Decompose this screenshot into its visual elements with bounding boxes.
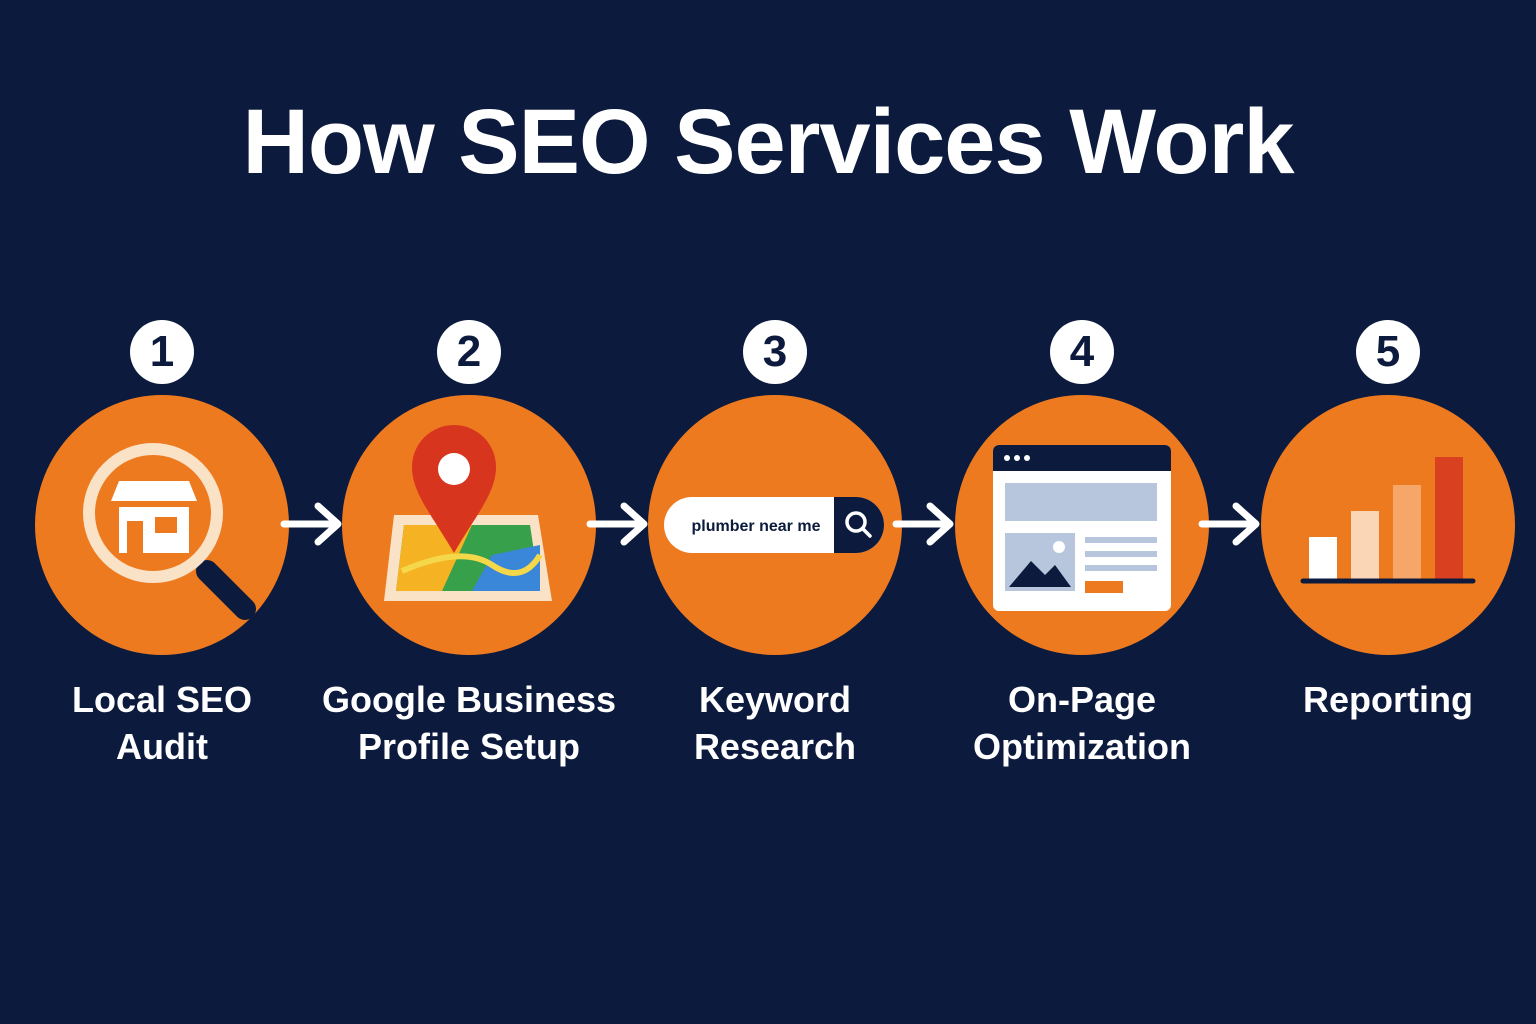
step-circle [1261,395,1515,655]
step-circle [955,395,1209,655]
arrow-right-icon [586,502,648,546]
step-circle [342,395,596,655]
bar-chart-icon [1300,457,1476,584]
step-number: 2 [437,320,501,384]
search-query-text: plumber near me [691,518,821,535]
step-label: Keyword Research [693,679,857,767]
step-circle [35,395,289,655]
step-number: 5 [1356,320,1420,384]
step-label: Local SEO Audit [71,679,253,767]
map-pin-icon [384,425,552,601]
arrow-right-icon [280,502,342,546]
step-label: Reporting [1303,679,1473,720]
step-circle: plumber near me [648,395,902,655]
search-bar-icon [664,497,884,553]
arrow-right-icon [1198,502,1260,546]
step-number: 4 [1050,320,1114,384]
webpage-icon [993,445,1171,611]
store-magnifier-icon [83,443,256,620]
step-number: 3 [743,320,807,384]
arrow-right-icon [892,502,954,546]
step-label: Google Business Profile Setup [321,679,617,767]
page-title: How SEO Services Work [242,91,1294,193]
step-number: 1 [130,320,194,384]
step-label: On-Page Optimization [973,679,1191,767]
